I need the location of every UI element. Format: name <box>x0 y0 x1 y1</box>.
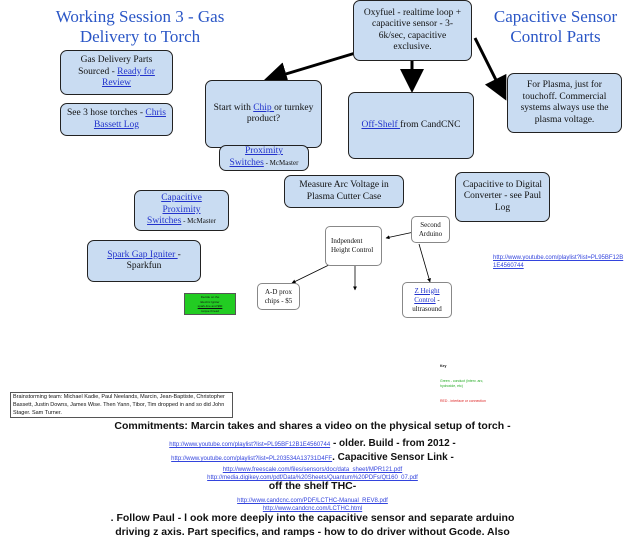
arc-voltage-node: Measure Arc Voltage in Plasma Cutter Cas… <box>284 175 404 208</box>
second-arduino-node: Second Arduino <box>411 216 450 243</box>
url3-link[interactable]: http://www.freescale.com/files/sensors/d… <box>222 467 403 473</box>
off-shelf-link[interactable]: Off-Shelf <box>361 119 401 130</box>
url1-after: - older. Build - from 2012 - <box>330 438 456 449</box>
url2-line: http://www.youtube.com/playlist?list=PL2… <box>0 450 625 465</box>
adprox-text: A-D prox chips - $5 <box>264 287 293 305</box>
offshelf-thc-line: off the shelf THC- <box>268 480 357 492</box>
proximity-link-2[interactable]: Proximity <box>162 204 201 215</box>
follow-line-2: driving z axis. Part specifics, and ramp… <box>115 526 510 538</box>
left-title-line1: Working Session 3 - Gas <box>55 7 225 26</box>
indep-text: Indpendent Height Control <box>331 237 374 254</box>
commitments-line: Commitments: Marcin takes and shares a v… <box>114 420 511 432</box>
url5-link[interactable]: http://www.candcnc.com/PDF/LCTHC-Manual_… <box>237 498 388 504</box>
mcmaster-label-2: - McMaster <box>181 217 216 226</box>
control-link[interactable]: Control <box>414 295 436 304</box>
url6-line: http://www.candcnc.com/LCTHC.html <box>0 502 625 513</box>
chip-post-text: or turnkey product? <box>246 102 314 125</box>
key-title: Key <box>440 364 447 368</box>
hose-torches-node: See 3 hose torches - Chris Bassett Log <box>60 103 173 136</box>
url2-after: . Capacitive Sensor Link - <box>332 452 454 463</box>
right-title-line1: Capacitive Sensor <box>493 7 618 26</box>
chip-pre-text: Start with <box>213 102 254 113</box>
url6-link[interactable]: http://www.candcnc.com/LCTHC.html <box>262 506 363 512</box>
url4-link[interactable]: http://media.digikey.com/pdf/Data%20Shee… <box>207 475 418 481</box>
key-green: Green - conduct (interv. arc, hydroxide,… <box>440 379 484 388</box>
proximity-switches-node-1: Proximity Switches - McMaster <box>219 145 309 171</box>
team-box: Brainstorming team: Michael Kadie, Paul … <box>10 392 233 418</box>
capacitive-proximity-node: Capacitive Proximity Switches - McMaster <box>134 190 229 231</box>
spark-gap-link[interactable]: Spark Gap Igniter <box>107 249 178 260</box>
url3-line: http://www.freescale.com/files/sensors/d… <box>0 463 625 474</box>
hose-text: See 3 hose torches - <box>67 108 146 118</box>
capacitive-link[interactable]: Capacitive <box>161 193 202 204</box>
gas-parts-node: Gas Delivery Parts Sourced - Ready for R… <box>60 50 173 95</box>
follow-line-1: . Follow Paul - l ook more deeply into t… <box>110 512 515 524</box>
right-title-line2: Control Parts <box>510 27 601 46</box>
url1-line: http://www.youtube.com/playlist?list=PL9… <box>0 436 625 451</box>
arrow-second-to-indep <box>385 231 415 240</box>
chip-link[interactable]: Chip <box>253 102 275 113</box>
youtube-link-right[interactable]: http://www.youtube.com/playlist?list=PL9… <box>493 255 624 269</box>
right-title: Capacitive Sensor Control Parts <box>478 7 625 47</box>
ready-for-review-link[interactable]: Ready for Review <box>101 66 155 89</box>
switches-link-2[interactable]: Switches <box>147 216 182 227</box>
z-height-link[interactable]: Z Height <box>414 286 440 295</box>
arrow-oxyfuel-to-plasma <box>473 37 507 101</box>
off-shelf-text: from CandCNC <box>400 119 461 130</box>
chris-bassett-log-link[interactable]: Chris Bassett Log <box>93 108 166 130</box>
green-sticky-note: Decide on the Electric Igniter spark-lin… <box>184 293 236 315</box>
plasma-text: For Plasma, just for touchoff. Commercia… <box>520 80 609 125</box>
left-title: Working Session 3 - Gas Delivery to Torc… <box>25 7 255 47</box>
proximity-link-1[interactable]: Proximity <box>244 146 283 156</box>
second-text: Second Arduino <box>418 220 443 238</box>
gas-parts-text: Gas Delivery Parts Sourced - <box>78 55 153 77</box>
url1-link[interactable]: http://www.youtube.com/playlist?list=PL9… <box>169 442 331 448</box>
mcmaster-label-1: - McMaster <box>263 158 299 167</box>
url5-line: http://www.candcnc.com/PDF/LCTHC-Manual_… <box>0 494 625 505</box>
arc-text: Measure Arc Voltage in Plasma Cutter Cas… <box>299 180 389 202</box>
ultrasound-text: - ultrasound <box>412 295 442 313</box>
key-legend: Key Green - conduct (interv. arc, hydrox… <box>440 364 500 404</box>
ad-prox-node: A-D prox chips - $5 <box>257 283 300 310</box>
left-title-line2: Delivery to Torch <box>79 27 201 46</box>
oxyfuel-node: Oxyfuel - realtime loop + capacitive sen… <box>353 0 472 61</box>
arrow-second-to-zheight <box>418 243 431 283</box>
capacitive-digital-node: Capacitive to Digital Converter - see Pa… <box>455 172 550 222</box>
oxyfuel-text: Oxyfuel - realtime loop + capacitive sen… <box>363 7 462 53</box>
url2-link[interactable]: http://www.youtube.com/playlist?list=PL2… <box>171 456 333 462</box>
switches-link-1[interactable]: Switches <box>229 157 264 168</box>
spark-text: - Sparkfun <box>126 249 181 272</box>
chip-or-turnkey-node: Start with Chip or turnkey product? <box>205 80 322 148</box>
z-height-node: Z Height Control - ultrasound <box>402 282 452 318</box>
off-shelf-node: Off-Shelf from CandCNC <box>348 92 474 159</box>
team-text: Brainstorming team: Michael Kadie, Paul … <box>13 394 225 416</box>
digital-text: Capacitive to Digital Converter - see Pa… <box>462 179 543 213</box>
independent-height-node: Indpendent Height Control <box>325 226 382 266</box>
spark-gap-node: Spark Gap Igniter - Sparkfun <box>87 240 201 282</box>
key-red: RED - interface or connection <box>440 399 486 403</box>
plasma-node: For Plasma, just for touchoff. Commercia… <box>507 73 622 133</box>
url4-line: http://media.digikey.com/pdf/Data%20Shee… <box>0 471 625 482</box>
